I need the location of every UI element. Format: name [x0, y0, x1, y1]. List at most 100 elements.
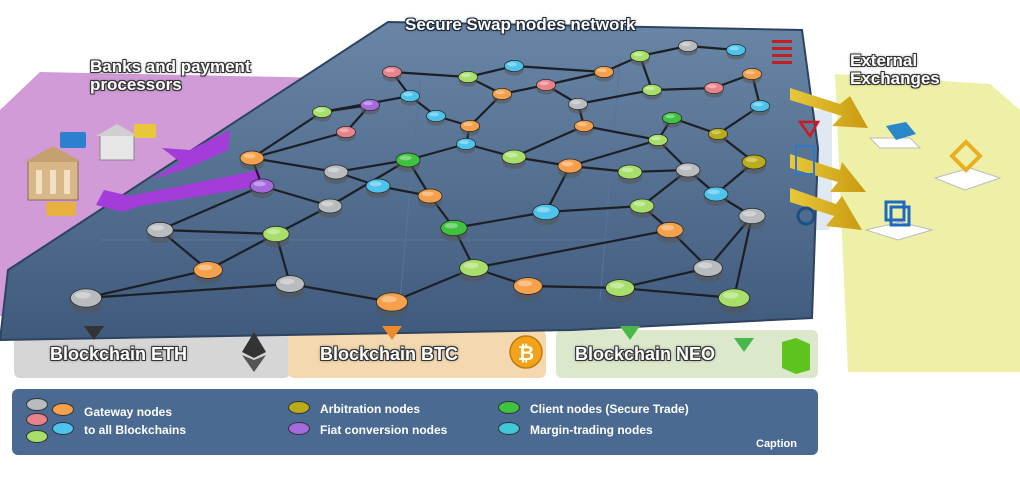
bank-arrows	[96, 130, 262, 212]
network-edge	[453, 210, 547, 230]
network-edge	[251, 111, 323, 159]
network-node-purple	[359, 99, 380, 115]
external-label-line1: External	[850, 51, 918, 70]
network-node-orange	[513, 277, 543, 301]
legend-swatch-green	[498, 401, 520, 414]
network-node-gray	[678, 40, 699, 56]
network-node-blue	[750, 100, 771, 116]
network-node-lime	[459, 259, 489, 283]
network-nodes	[70, 40, 771, 318]
legend-gateway-line2: to all Blockchains	[84, 423, 187, 437]
btc-icon: ₿	[509, 335, 543, 369]
btc-panel	[288, 330, 546, 378]
network-node-lime	[617, 164, 643, 184]
bank-building-icon	[24, 146, 82, 201]
network-node-lime	[630, 50, 651, 66]
network-node-orange	[193, 261, 223, 285]
network-edge	[569, 138, 659, 168]
external-exchanges-label: External Exchanges	[850, 52, 940, 88]
network-node-pink	[335, 126, 356, 142]
network-node-gray	[323, 164, 349, 184]
network-node-blue	[532, 203, 560, 226]
network-edge	[251, 130, 347, 160]
neo-arrow	[620, 326, 640, 340]
network-edge	[545, 204, 643, 214]
network-edge	[335, 158, 409, 174]
network-node-olive	[741, 154, 767, 174]
eth-arrow	[84, 326, 104, 340]
legend-arbitration: Arbitration nodes	[320, 402, 421, 416]
network-node-orange	[594, 66, 615, 82]
network-node-lime	[501, 149, 527, 169]
network-board	[0, 20, 820, 342]
network-edge	[545, 70, 605, 87]
external-label-line2: Exchanges	[850, 69, 940, 88]
network-edge	[651, 86, 715, 92]
network-node-lime	[262, 225, 290, 248]
network-node-blue	[503, 60, 524, 76]
exchange-arrow-lower	[790, 188, 862, 230]
network-node-purple	[249, 178, 275, 198]
network-node-lime	[629, 198, 655, 218]
network-node-gray	[317, 198, 343, 218]
legend-fiat: Fiat conversion nodes	[320, 423, 448, 437]
network-node-orange	[491, 88, 512, 104]
banks-label-line1: Banks and payment	[90, 57, 251, 76]
bittrex-icon	[864, 200, 934, 241]
network-node-pink	[704, 82, 725, 98]
network-node-pink	[381, 66, 402, 82]
dash-icon	[796, 206, 816, 226]
legend-swatch-blue	[52, 422, 74, 435]
credit-card-icon-2	[134, 124, 156, 138]
stripes-icon	[772, 40, 792, 64]
network-edge	[732, 215, 754, 299]
tron-icon	[797, 120, 821, 139]
legend-swatch-gray	[26, 398, 48, 411]
btc-symbol: ₿	[518, 341, 534, 365]
network-node-blue	[726, 44, 747, 60]
network-node-orange	[375, 292, 408, 318]
bank-icon-small	[96, 124, 138, 161]
exchange-arrow-middle	[790, 154, 866, 192]
network-node-gray	[146, 221, 174, 244]
network-edge	[577, 88, 653, 106]
coin-icon	[795, 145, 815, 175]
network-edge	[473, 228, 671, 270]
legend-caption: Caption	[756, 438, 797, 450]
neo-icon	[782, 338, 810, 374]
credit-card-icon-3	[46, 202, 76, 216]
network-node-lime	[605, 279, 635, 303]
network-node-orange	[742, 68, 763, 84]
network-edge	[85, 282, 291, 300]
network-node-blue	[703, 186, 729, 206]
neo-arrow-2	[734, 338, 754, 352]
binance-icon	[933, 139, 1002, 191]
legend-margin: Margin-trading nodes	[530, 423, 653, 437]
network-node-lime	[718, 288, 751, 314]
legend-client: Client nodes (Secure Trade)	[530, 402, 689, 416]
btc-arrow	[382, 326, 402, 340]
legend-gateway-line1: Gateway nodes	[84, 405, 173, 419]
network-node-gray	[70, 288, 103, 314]
network-node-lime	[311, 106, 332, 122]
network-node-pink	[536, 79, 557, 95]
network-edge	[391, 70, 469, 79]
network-node-lime	[648, 133, 669, 150]
network-node-blue	[425, 110, 446, 126]
network-node-blue	[399, 90, 420, 106]
legend-swatch-orange	[52, 403, 74, 416]
network-node-blue	[365, 178, 391, 198]
network-node-olive	[708, 127, 729, 144]
network-node-gray	[675, 162, 701, 182]
bank-arrow-upper	[150, 130, 230, 180]
network-node-orange	[459, 120, 480, 136]
network-node-orange	[574, 120, 595, 136]
network-edge	[583, 124, 659, 142]
network-node-gray	[738, 207, 766, 230]
network-edge	[513, 124, 585, 159]
exchange-arrows	[790, 88, 868, 230]
credit-card-icon	[60, 132, 86, 148]
network-edge	[289, 282, 393, 304]
